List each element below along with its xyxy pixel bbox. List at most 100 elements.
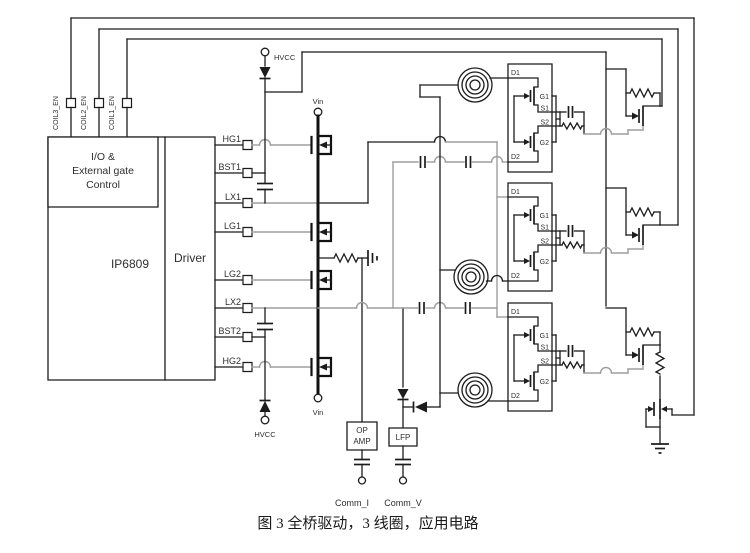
svg-text:HG1: HG1 xyxy=(222,134,241,144)
hvcc-bottom-circuit: HVCC xyxy=(254,308,276,439)
driver-drain-tails xyxy=(660,106,678,225)
svg-text:G2: G2 xyxy=(540,140,549,147)
mosfet-bottom xyxy=(646,399,694,427)
resonant-network xyxy=(318,85,508,407)
svg-text:G1: G1 xyxy=(540,94,549,101)
coil-enable-rails xyxy=(71,18,694,415)
pin-square-coil3-en xyxy=(67,99,76,108)
svg-text:D2: D2 xyxy=(511,273,520,280)
svg-text:D1: D1 xyxy=(511,309,520,316)
label-driver: Driver xyxy=(174,251,206,265)
coil-switch-group-2: D1 G1 S1 S2 G2 D2 xyxy=(508,183,660,291)
hvcc-top-circuit: HVCC xyxy=(257,48,302,203)
pin-lg1: LG1 xyxy=(215,221,252,237)
mosfet-hg2 xyxy=(312,358,332,376)
ic-ip6809: I/O & External gate Control IP6809 Drive… xyxy=(48,137,215,380)
pin-lx2: LX2 xyxy=(215,297,252,313)
label-hvcc-bottom: HVCC xyxy=(254,430,276,439)
svg-text:D2: D2 xyxy=(511,393,520,400)
label-comm-i: Comm_I xyxy=(335,498,369,508)
comm-v-terminal xyxy=(400,477,407,484)
gate-return-wire xyxy=(584,365,643,373)
gate-driver-fet xyxy=(606,308,660,365)
label-opamp-line2: AMP xyxy=(353,437,370,446)
label-io-line1: I/O & xyxy=(91,151,115,163)
full-bridge: Vin Vin xyxy=(312,97,332,417)
svg-text:G2: G2 xyxy=(540,259,549,266)
coil-1 xyxy=(420,68,508,102)
label-vin-bottom: Vin xyxy=(313,408,324,417)
series-resistor-vertical xyxy=(656,352,664,374)
sense-resistor xyxy=(334,254,358,262)
svg-text:G1: G1 xyxy=(540,333,549,340)
label-coil2-en: COIL2_EN xyxy=(81,96,88,130)
gate-snubber-rc xyxy=(552,215,584,261)
mosfet-lg1 xyxy=(312,223,332,241)
coil-3 xyxy=(440,373,508,407)
bottom-fet-chain xyxy=(646,345,694,453)
label-io-line3: Control xyxy=(86,179,120,191)
svg-text:S1: S1 xyxy=(540,106,549,113)
coil-2 xyxy=(440,260,508,294)
svg-text:BST2: BST2 xyxy=(218,326,241,336)
coil-switch-group-1: D1 G1 S1 S2 G2 D2 xyxy=(508,64,660,172)
pin-bst1: BST1 xyxy=(215,162,252,178)
label-hvcc-top: HVCC xyxy=(274,53,296,62)
lfp-top-diode xyxy=(397,389,409,399)
pin-nets xyxy=(252,140,318,367)
label-opamp-line1: OP xyxy=(356,426,368,435)
hvcc-bottom-diode xyxy=(259,401,271,412)
pin-square-coil2-en xyxy=(95,99,104,108)
coil-switch-group-3: D1 G1 S1 S2 G2 D2 xyxy=(508,303,660,411)
svg-text:S2: S2 xyxy=(540,239,549,246)
hvcc-bottom-terminal xyxy=(261,416,269,424)
gate-return-wire xyxy=(584,126,643,134)
gate-snubber-rc xyxy=(552,96,584,142)
svg-text:G1: G1 xyxy=(540,213,549,220)
hvcc-top-diode xyxy=(259,67,271,78)
svg-text:G2: G2 xyxy=(540,379,549,386)
figure-caption: 图 3 全桥驱动，3 线圈，应用电路 xyxy=(257,514,478,532)
gate-snubber-rc xyxy=(552,335,584,381)
svg-text:LG2: LG2 xyxy=(224,269,241,279)
svg-text:HG2: HG2 xyxy=(222,356,241,366)
current-sense xyxy=(318,250,377,422)
gate-driver-fet xyxy=(606,188,660,245)
svg-text:S1: S1 xyxy=(540,225,549,232)
lfp-channel: LFP Comm_V xyxy=(384,308,440,508)
label-coil3-en: COIL3_EN xyxy=(53,96,60,130)
label-ic-name: IP6809 xyxy=(111,257,149,271)
pin-hg1: HG1 xyxy=(215,134,252,150)
svg-text:D1: D1 xyxy=(511,189,520,196)
svg-text:S2: S2 xyxy=(540,120,549,127)
svg-text:LX1: LX1 xyxy=(225,192,241,202)
svg-text:LX2: LX2 xyxy=(225,297,241,307)
dual-mosfet-block: D1 G1 S1 S2 G2 D2 xyxy=(508,64,552,172)
svg-text:LG1: LG1 xyxy=(224,221,241,231)
opamp-channel: OP AMP Comm_I xyxy=(335,422,377,508)
label-coil1-en: COIL1_EN xyxy=(109,96,116,130)
pin-bst2: BST2 xyxy=(215,326,252,342)
vin-bottom-terminal xyxy=(314,394,322,402)
pin-lx1: LX1 xyxy=(215,192,252,208)
mosfet-hg1 xyxy=(312,136,332,154)
lfp-right-diode xyxy=(415,401,427,413)
coil-enable-pins: COIL3_EN COIL2_EN COIL1_EN xyxy=(53,96,132,137)
pin-square-coil1-en xyxy=(123,99,132,108)
mosfet-lg2 xyxy=(312,271,332,289)
svg-text:D1: D1 xyxy=(511,70,520,77)
ground-symbol-bottom xyxy=(651,444,669,453)
ground-symbol-sense xyxy=(368,250,377,266)
dual-mosfet-block: D1 G1 S1 S2 G2 D2 xyxy=(508,183,552,291)
comm-i-terminal xyxy=(359,477,366,484)
pin-lg2: LG2 xyxy=(215,269,252,285)
io-external-gate-block xyxy=(48,137,158,207)
svg-text:BST1: BST1 xyxy=(218,162,241,172)
pin-hg2: HG2 xyxy=(215,356,252,372)
gate-return-wire xyxy=(584,245,643,253)
hvcc-top-terminal xyxy=(261,48,269,56)
opamp-block xyxy=(347,422,377,450)
ic-right-pins: HG1 BST1 LX1 LG1 LG2 LX2 BST2 HG2 xyxy=(215,134,252,372)
